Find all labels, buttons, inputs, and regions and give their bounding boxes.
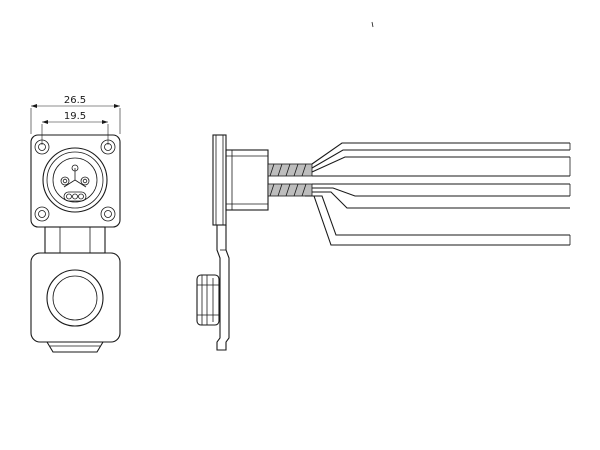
- dimension-label-hole-spacing: 19.5: [64, 111, 86, 122]
- cap-knob-outer: [46, 269, 104, 327]
- wire-strain-relief: [267, 163, 313, 197]
- socket-face: [42, 147, 108, 213]
- pin-contact-top: [71, 164, 79, 172]
- hinge-neck: [44, 226, 106, 254]
- hinge-bracket: [216, 225, 230, 351]
- dimension-label-overall-width: 26.5: [64, 95, 86, 106]
- cap-knob-inner: [52, 275, 98, 321]
- front-view: 26.5 19.5: [30, 95, 121, 353]
- pin-signal-3: [78, 193, 84, 200]
- mounting-hole-top-left: [34, 139, 50, 155]
- pin-contact-left: [60, 176, 70, 186]
- pin-signal-2: [72, 193, 78, 200]
- mounting-hole-top-right: [100, 139, 116, 155]
- pin-contact-right: [80, 176, 90, 186]
- stray-mark: [371, 21, 374, 28]
- dimension-overall-width: 26.5: [30, 95, 121, 134]
- side-view: [196, 134, 571, 351]
- connector-rear-body: [225, 149, 269, 211]
- protective-cap: [30, 252, 121, 353]
- wire-harness: [305, 142, 571, 246]
- pin-signal-1: [66, 193, 72, 200]
- cap-side-profile: [196, 274, 220, 326]
- side-flange-plate: [212, 134, 227, 226]
- dimension-hole-spacing: 19.5: [41, 111, 109, 145]
- mounting-hole-bottom-left: [34, 206, 50, 222]
- mounting-hole-bottom-right: [100, 206, 116, 222]
